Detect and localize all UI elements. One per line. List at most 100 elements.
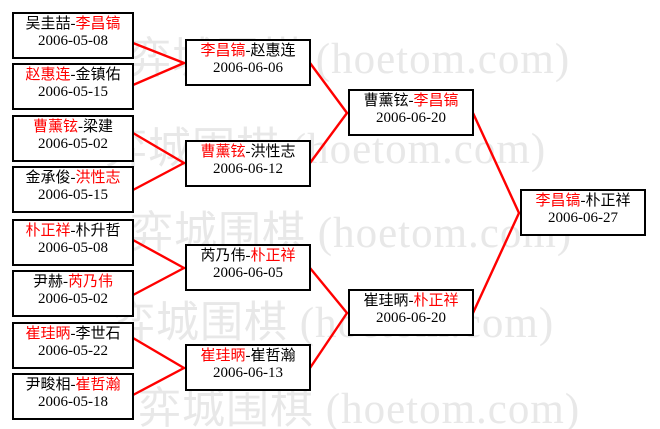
player-right: 金镇佑 bbox=[75, 67, 121, 83]
match-players: 尹畯相-崔哲瀚 bbox=[20, 377, 126, 394]
vs-dash: - bbox=[63, 274, 68, 290]
vs-dash: - bbox=[408, 293, 414, 309]
match-players: 李昌镐-朴正祥 bbox=[528, 193, 638, 210]
vs-dash: - bbox=[70, 223, 76, 239]
match-box-r1m6[interactable]: 尹赫-芮乃伟 2006-05-02 bbox=[12, 270, 134, 317]
match-box-r2m2[interactable]: 曹薰铉-洪性志 2006-06-12 bbox=[185, 140, 311, 187]
match-date: 2006-06-13 bbox=[213, 364, 283, 381]
player-left: 赵惠连 bbox=[25, 67, 71, 83]
connector-r1m5-r2m3 bbox=[131, 238, 186, 270]
connector-r1m1-r2m1 bbox=[131, 41, 186, 65]
player-right: 李昌镐 bbox=[413, 93, 459, 109]
connector-r2m4-r3m2 bbox=[308, 311, 349, 370]
match-box-r1m3[interactable]: 曹薰铉-梁建 2006-05-02 bbox=[12, 115, 134, 162]
connector-r1m2-r2m1 bbox=[131, 61, 186, 87]
connector-r1m8-r2m4 bbox=[131, 366, 186, 397]
connector-r1m3-r2m2 bbox=[131, 131, 186, 165]
player-left: 曹薰铉 bbox=[200, 144, 246, 160]
player-right: 朴正祥 bbox=[250, 248, 296, 264]
player-right: 朴正祥 bbox=[585, 193, 631, 209]
player-right: 李昌镐 bbox=[75, 16, 121, 32]
match-date: 2006-06-20 bbox=[376, 309, 446, 326]
player-left: 尹畯相 bbox=[25, 377, 71, 393]
match-date: 2006-05-15 bbox=[38, 186, 108, 203]
connector-r1m6-r2m3 bbox=[131, 266, 186, 297]
match-players: 崔珪昞-崔哲瀚 bbox=[193, 348, 303, 365]
vs-dash: - bbox=[70, 67, 76, 83]
match-players: 崔珪昞-李世石 bbox=[20, 326, 126, 343]
match-players: 金承俊-洪性志 bbox=[20, 170, 126, 187]
match-box-final[interactable]: 李昌镐-朴正祥 2006-06-27 bbox=[520, 189, 646, 236]
match-players: 吴圭喆-李昌镐 bbox=[20, 16, 126, 33]
player-left: 尹赫 bbox=[32, 274, 63, 290]
match-box-r1m1[interactable]: 吴圭喆-李昌镐 2006-05-08 bbox=[12, 12, 134, 59]
match-date: 2006-06-12 bbox=[213, 160, 283, 177]
connector-r3m2-final bbox=[471, 211, 521, 315]
match-players: 曹薰铉-洪性志 bbox=[193, 144, 303, 161]
player-left: 芮乃伟 bbox=[200, 248, 246, 264]
connector-r2m2-r3m1 bbox=[308, 111, 349, 165]
match-date: 2006-05-15 bbox=[38, 83, 108, 100]
match-players: 尹赫-芮乃伟 bbox=[20, 274, 126, 291]
match-date: 2006-06-06 bbox=[213, 59, 283, 76]
match-players: 朴正祥-朴升哲 bbox=[20, 223, 126, 240]
watermark-text: 弈城围棋 (hoetom.com) bbox=[104, 126, 547, 173]
match-date: 2006-06-20 bbox=[376, 109, 446, 126]
match-box-r1m5[interactable]: 朴正祥-朴升哲 2006-05-08 bbox=[12, 219, 134, 266]
player-right: 李世石 bbox=[75, 326, 121, 342]
vs-dash: - bbox=[245, 144, 251, 160]
match-players: 崔珪昞-朴正祥 bbox=[356, 293, 466, 310]
connector-r1m4-r2m2 bbox=[131, 161, 186, 192]
player-left: 李昌镐 bbox=[535, 193, 581, 209]
match-box-r2m3[interactable]: 芮乃伟-朴正祥 2006-06-05 bbox=[185, 244, 311, 291]
match-date: 2006-06-05 bbox=[213, 264, 283, 281]
match-box-r1m4[interactable]: 金承俊-洪性志 2006-05-15 bbox=[12, 166, 134, 213]
vs-dash: - bbox=[580, 193, 586, 209]
match-date: 2006-05-08 bbox=[38, 32, 108, 49]
player-left: 崔珪昞 bbox=[363, 293, 409, 309]
match-box-r1m2[interactable]: 赵惠连-金镇佑 2006-05-15 bbox=[12, 63, 134, 110]
match-date: 2006-05-02 bbox=[38, 290, 108, 307]
match-box-r1m7[interactable]: 崔珪昞-李世石 2006-05-22 bbox=[12, 322, 134, 369]
player-right: 朴正祥 bbox=[413, 293, 459, 309]
match-date: 2006-05-08 bbox=[38, 239, 108, 256]
player-left: 吴圭喆 bbox=[25, 16, 71, 32]
match-players: 曹薰铉-李昌镐 bbox=[356, 93, 466, 110]
vs-dash: - bbox=[408, 93, 414, 109]
vs-dash: - bbox=[70, 377, 76, 393]
player-left: 崔珪昞 bbox=[200, 348, 246, 364]
match-box-semifinal-1[interactable]: 曹薰铉-李昌镐 2006-06-20 bbox=[348, 89, 474, 136]
vs-dash: - bbox=[245, 348, 251, 364]
player-left: 朴正祥 bbox=[25, 223, 71, 239]
player-right: 赵惠连 bbox=[250, 43, 296, 59]
match-box-r2m4[interactable]: 崔珪昞-崔哲瀚 2006-06-13 bbox=[185, 344, 311, 391]
vs-dash: - bbox=[70, 16, 76, 32]
vs-dash: - bbox=[70, 326, 76, 342]
player-left: 李昌镐 bbox=[200, 43, 246, 59]
player-right: 崔哲瀚 bbox=[75, 377, 121, 393]
connector-r2m3-r3m2 bbox=[308, 266, 349, 315]
player-right: 芮乃伟 bbox=[68, 274, 114, 290]
connector-r3m1-final bbox=[471, 111, 521, 215]
match-box-semifinal-2[interactable]: 崔珪昞-朴正祥 2006-06-20 bbox=[348, 289, 474, 336]
vs-dash: - bbox=[78, 119, 83, 135]
match-players: 李昌镐-赵惠连 bbox=[193, 43, 303, 60]
player-right: 朴升哲 bbox=[75, 223, 121, 239]
connector-r1m7-r2m4 bbox=[131, 336, 186, 370]
match-date: 2006-05-22 bbox=[38, 342, 108, 359]
player-right: 洪性志 bbox=[250, 144, 296, 160]
match-box-r1m8[interactable]: 尹畯相-崔哲瀚 2006-05-18 bbox=[12, 373, 134, 420]
player-left: 崔珪昞 bbox=[25, 326, 71, 342]
match-players: 赵惠连-金镇佑 bbox=[20, 67, 126, 84]
match-players: 芮乃伟-朴正祥 bbox=[193, 248, 303, 265]
player-left: 曹薰铉 bbox=[363, 93, 409, 109]
player-right: 崔哲瀚 bbox=[250, 348, 296, 364]
match-date: 2006-05-02 bbox=[38, 135, 108, 152]
match-box-r2m1[interactable]: 李昌镐-赵惠连 2006-06-06 bbox=[185, 39, 311, 86]
vs-dash: - bbox=[70, 170, 76, 186]
watermark-text: 弈城围棋 (hoetom.com) bbox=[112, 300, 555, 347]
match-players: 曹薰铉-梁建 bbox=[20, 119, 126, 136]
connector-r2m1-r3m1 bbox=[308, 61, 349, 115]
player-right: 梁建 bbox=[83, 119, 114, 135]
